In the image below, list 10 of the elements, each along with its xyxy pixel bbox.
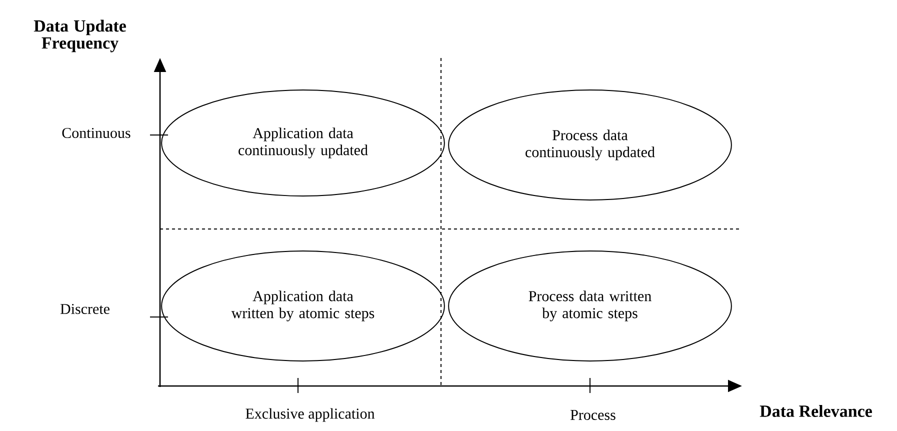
axis-label: Discrete [60, 304, 110, 314]
axis-label: Continuous [62, 128, 130, 138]
ellipse-node: Process data written by atomic steps [448, 250, 732, 362]
ellipse-node: Process data continuously updated [448, 90, 732, 200]
ellipse-node: Application data written by atomic steps [161, 250, 445, 362]
axis-title: Data Update Frequency [34, 20, 126, 52]
axis-label: Exclusive application [246, 408, 375, 422]
ellipse-node: Application data continuously updated [161, 90, 445, 196]
axis-label: Process [570, 410, 616, 420]
axis-title: Data Relevance [760, 405, 872, 417]
